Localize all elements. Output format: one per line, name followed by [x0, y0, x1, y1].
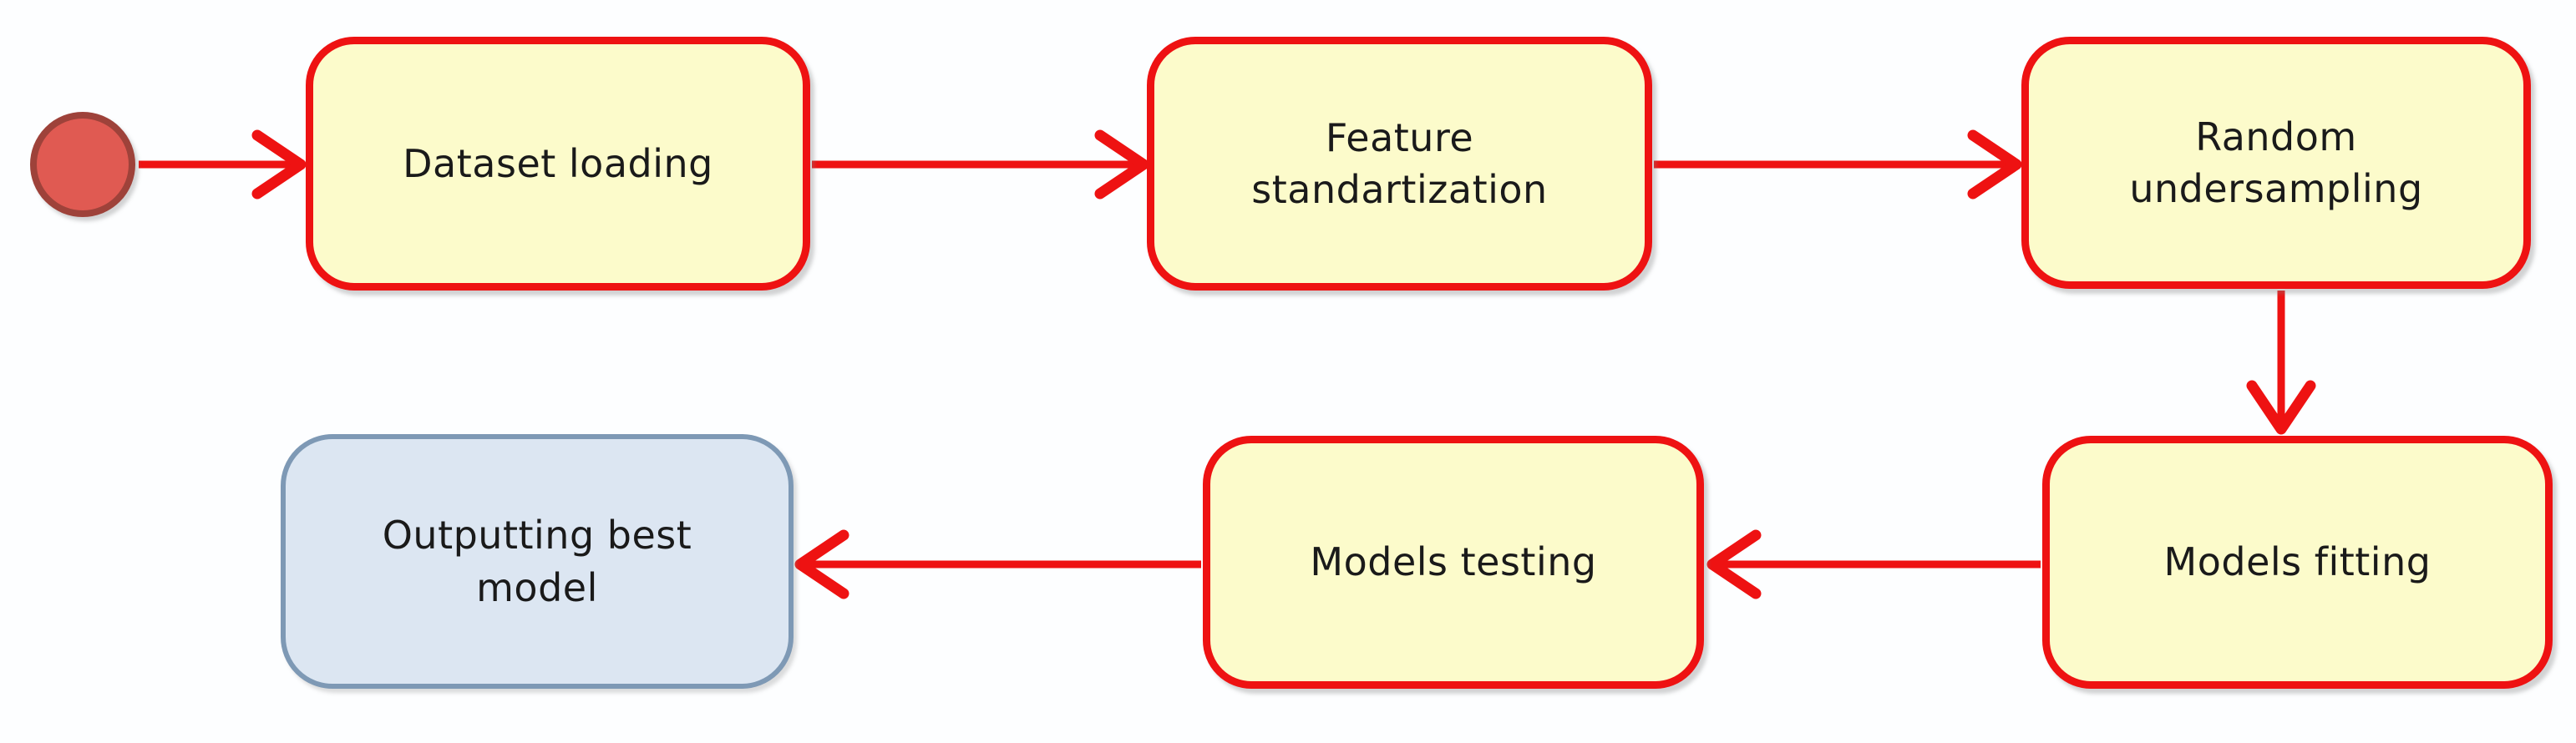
node-dataset-loading: Dataset loading [306, 37, 810, 291]
node-label: Random undersampling [2129, 114, 2423, 211]
edge-models-fitting-to-models-testing [1706, 529, 2041, 599]
edge-feature-standartization-to-random-undersampling [1654, 129, 2022, 200]
node-feature-standartization: Feature standartization [1147, 37, 1652, 291]
edge-models-testing-to-outputting-best-model [794, 529, 1201, 599]
node-label: Dataset loading [403, 140, 713, 186]
edge-random-undersampling-to-models-fitting [2246, 291, 2316, 435]
node-label: Models testing [1310, 539, 1597, 585]
node-label: Feature standartization [1251, 114, 1548, 212]
edge-start-to-dataset-loading [139, 129, 307, 200]
node-label: Models fitting [2163, 539, 2431, 585]
node-random-undersampling: Random undersampling [2021, 37, 2531, 289]
edge-dataset-loading-to-feature-standartization [812, 129, 1149, 200]
node-outputting-best-model: Outputting best model [281, 434, 794, 689]
node-models-fitting: Models fitting [2042, 436, 2553, 689]
start-state-node [30, 112, 135, 217]
node-label: Outputting best model [382, 513, 692, 610]
node-models-testing: Models testing [1203, 436, 1704, 689]
